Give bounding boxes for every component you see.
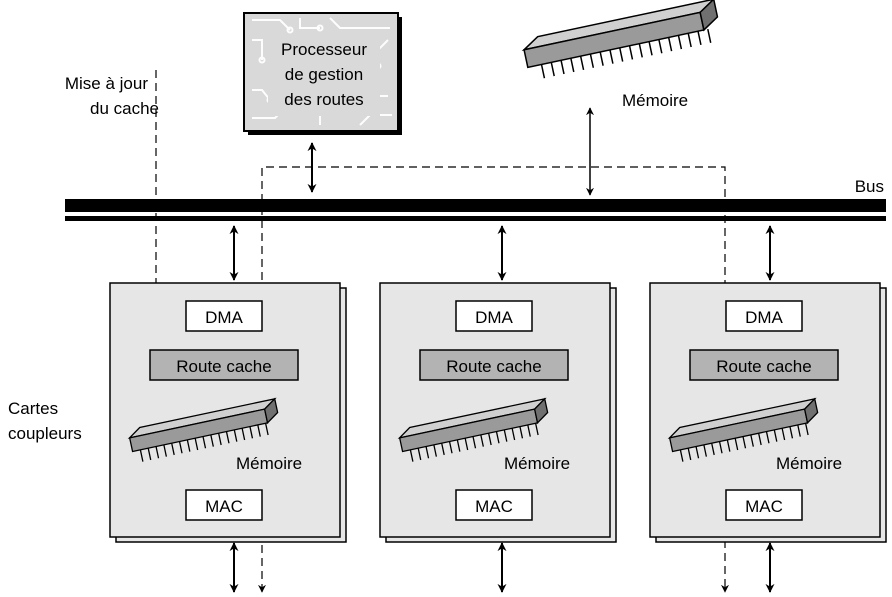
cache-update-label-line-1: Mise à jour	[65, 74, 148, 93]
mac-label: MAC	[475, 497, 513, 516]
processor-label-line-2: de gestion	[285, 65, 363, 84]
cache-update-label-line-2: du cache	[90, 99, 159, 118]
cards-label-line-2: coupleurs	[8, 424, 82, 443]
system-bus	[65, 199, 886, 221]
mac-label: MAC	[745, 497, 783, 516]
bus-label: Bus	[855, 177, 884, 196]
card-memory-label: Mémoire	[776, 454, 842, 473]
processor-label-line-3: des routes	[284, 90, 363, 109]
dma-label: DMA	[475, 308, 513, 327]
route-cache-label: Route cache	[716, 357, 811, 376]
route-cache-label: Route cache	[176, 357, 271, 376]
processor-label-line-1: Processeur	[281, 40, 367, 59]
coupler-card: DMA Route cache Mémoire MAC	[649, 282, 887, 543]
mac-label: MAC	[205, 497, 243, 516]
card-memory-label: Mémoire	[504, 454, 570, 473]
card-memory-chip-icon	[397, 397, 549, 462]
card-memory-chip-icon	[667, 397, 819, 462]
main-memory-chip-icon	[521, 0, 719, 79]
dma-label: DMA	[745, 308, 783, 327]
card-memory-label: Mémoire	[236, 454, 302, 473]
card-memory-chip-icon	[127, 397, 279, 462]
dma-label: DMA	[205, 308, 243, 327]
route-processor: Processeur de gestion des routes	[243, 12, 402, 135]
route-cache-label: Route cache	[446, 357, 541, 376]
cards-label-line-1: Cartes	[8, 399, 58, 418]
main-memory-label: Mémoire	[622, 91, 688, 110]
coupler-card: DMA Route cache Mémoire MAC	[109, 282, 347, 543]
coupler-card: DMA Route cache Mémoire MAC	[379, 282, 617, 543]
